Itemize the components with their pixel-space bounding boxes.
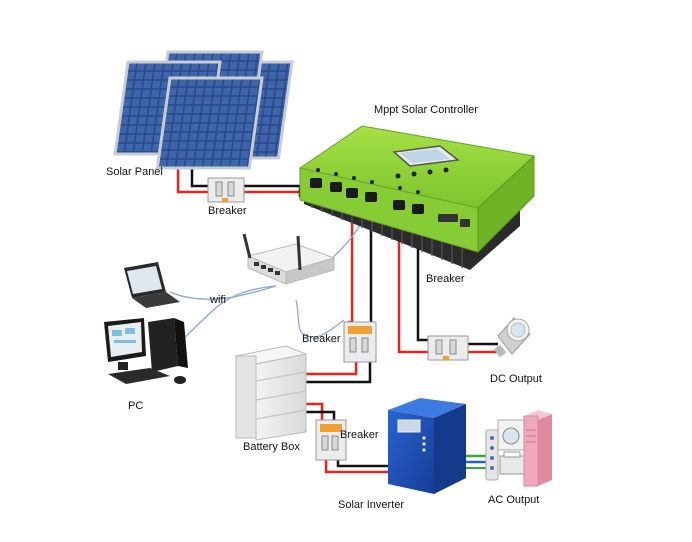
label-controller: Mppt Solar Controller bbox=[374, 104, 478, 116]
controller-lcd-display bbox=[392, 145, 460, 167]
wire-breaker-battery-black bbox=[306, 362, 372, 384]
wire-controller-dc-red bbox=[397, 210, 428, 354]
desktop-pc-icon bbox=[104, 318, 188, 384]
battery-box bbox=[234, 345, 308, 441]
label-breaker-top: Breaker bbox=[208, 205, 247, 217]
router-antenna-right bbox=[296, 235, 302, 271]
solar-inverter bbox=[388, 398, 466, 494]
label-breaker-inverter: Breaker bbox=[340, 429, 379, 441]
printer-icon bbox=[499, 451, 525, 475]
label-battery-box: Battery Box bbox=[243, 441, 300, 453]
wifi-router bbox=[242, 233, 336, 285]
label-breaker-dc: Breaker bbox=[426, 273, 465, 285]
label-pc: PC bbox=[128, 400, 143, 412]
power-strip-icon bbox=[485, 429, 499, 481]
wire-panel-red bbox=[176, 160, 208, 194]
ac-loads bbox=[485, 410, 552, 487]
washing-machine-icon bbox=[497, 419, 525, 451]
label-breaker-battery: Breaker bbox=[302, 333, 341, 345]
wire-battery-inverter-breaker-black bbox=[306, 410, 336, 420]
controller-terminals bbox=[310, 178, 470, 227]
label-ac-output: AC Output bbox=[488, 494, 539, 506]
wire-breaker-battery-red bbox=[306, 362, 358, 376]
solar-panel-array bbox=[113, 50, 294, 170]
controller-buttons bbox=[395, 167, 449, 179]
wire-router-controller-2 bbox=[295, 299, 345, 338]
led-bulb-icon bbox=[493, 317, 531, 358]
label-solar-panel: Solar Panel bbox=[106, 166, 163, 178]
wire-battery-inverter-breaker-red bbox=[306, 402, 324, 420]
wire-inverter-breaker-black bbox=[336, 460, 388, 468]
router-antenna-left bbox=[242, 233, 252, 259]
wire-inverter-breaker-red bbox=[324, 460, 388, 474]
breaker-inverter bbox=[315, 419, 347, 461]
breaker-battery bbox=[343, 321, 377, 363]
breaker-dc-output bbox=[427, 335, 469, 361]
label-solar-inverter: Solar Inverter bbox=[338, 499, 404, 511]
laptop-icon bbox=[124, 262, 180, 308]
label-dc-output: DC Output bbox=[490, 373, 542, 385]
labels: Mppt Solar Controller Solar Panel Breake… bbox=[106, 104, 542, 511]
ac-tower-unit-icon bbox=[523, 410, 552, 487]
label-wifi: wifi bbox=[209, 294, 226, 306]
mppt-controller bbox=[298, 125, 536, 270]
controller-side-face bbox=[477, 154, 535, 254]
breaker-solar bbox=[207, 177, 245, 203]
wire-controller-dc-black bbox=[416, 214, 432, 342]
wire-wifi-laptop bbox=[169, 285, 277, 300]
